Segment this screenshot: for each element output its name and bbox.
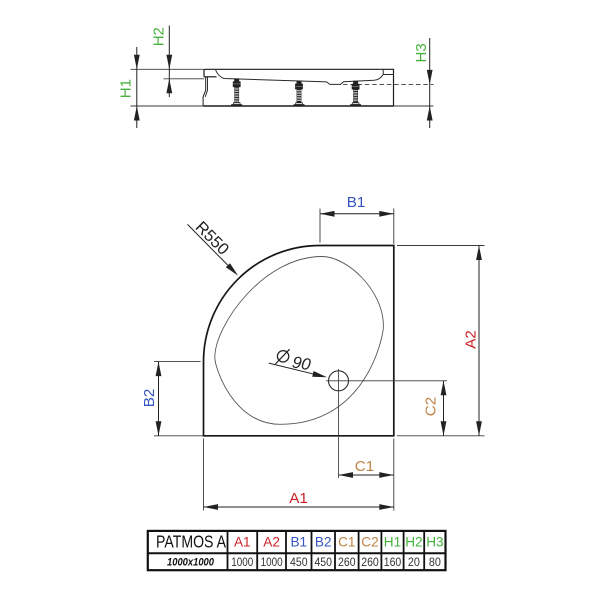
svg-text:H1: H1 (118, 79, 135, 98)
svg-text:260: 260 (361, 555, 379, 569)
svg-text:160: 160 (384, 555, 402, 569)
svg-text:H3: H3 (413, 43, 430, 62)
svg-text:A1: A1 (289, 490, 308, 507)
svg-text:1000x1000: 1000x1000 (167, 556, 215, 568)
svg-text:H2: H2 (405, 534, 422, 549)
svg-text:90: 90 (291, 353, 313, 374)
svg-text:C1: C1 (355, 458, 374, 475)
svg-text:20: 20 (408, 555, 420, 569)
svg-text:H2: H2 (150, 27, 167, 46)
svg-text:C1: C1 (338, 534, 355, 549)
svg-text:A2: A2 (263, 534, 280, 549)
svg-text:PATMOS A: PATMOS A (156, 531, 226, 551)
svg-text:B2: B2 (315, 534, 332, 549)
svg-text:260: 260 (338, 555, 356, 569)
svg-text:450: 450 (314, 555, 332, 569)
svg-text:A1: A1 (234, 534, 251, 549)
svg-text:H1: H1 (384, 534, 401, 549)
svg-text:80: 80 (429, 555, 441, 569)
svg-text:B2: B2 (141, 389, 158, 408)
svg-text:C2: C2 (422, 397, 439, 416)
svg-text:1000: 1000 (261, 555, 283, 569)
svg-text:B1: B1 (347, 194, 366, 211)
svg-text:B1: B1 (290, 534, 307, 549)
svg-text:1000: 1000 (231, 555, 253, 569)
svg-text:C2: C2 (361, 534, 378, 549)
svg-text:A2: A2 (462, 330, 479, 349)
svg-text:H3: H3 (426, 534, 443, 549)
svg-text:450: 450 (290, 555, 308, 569)
